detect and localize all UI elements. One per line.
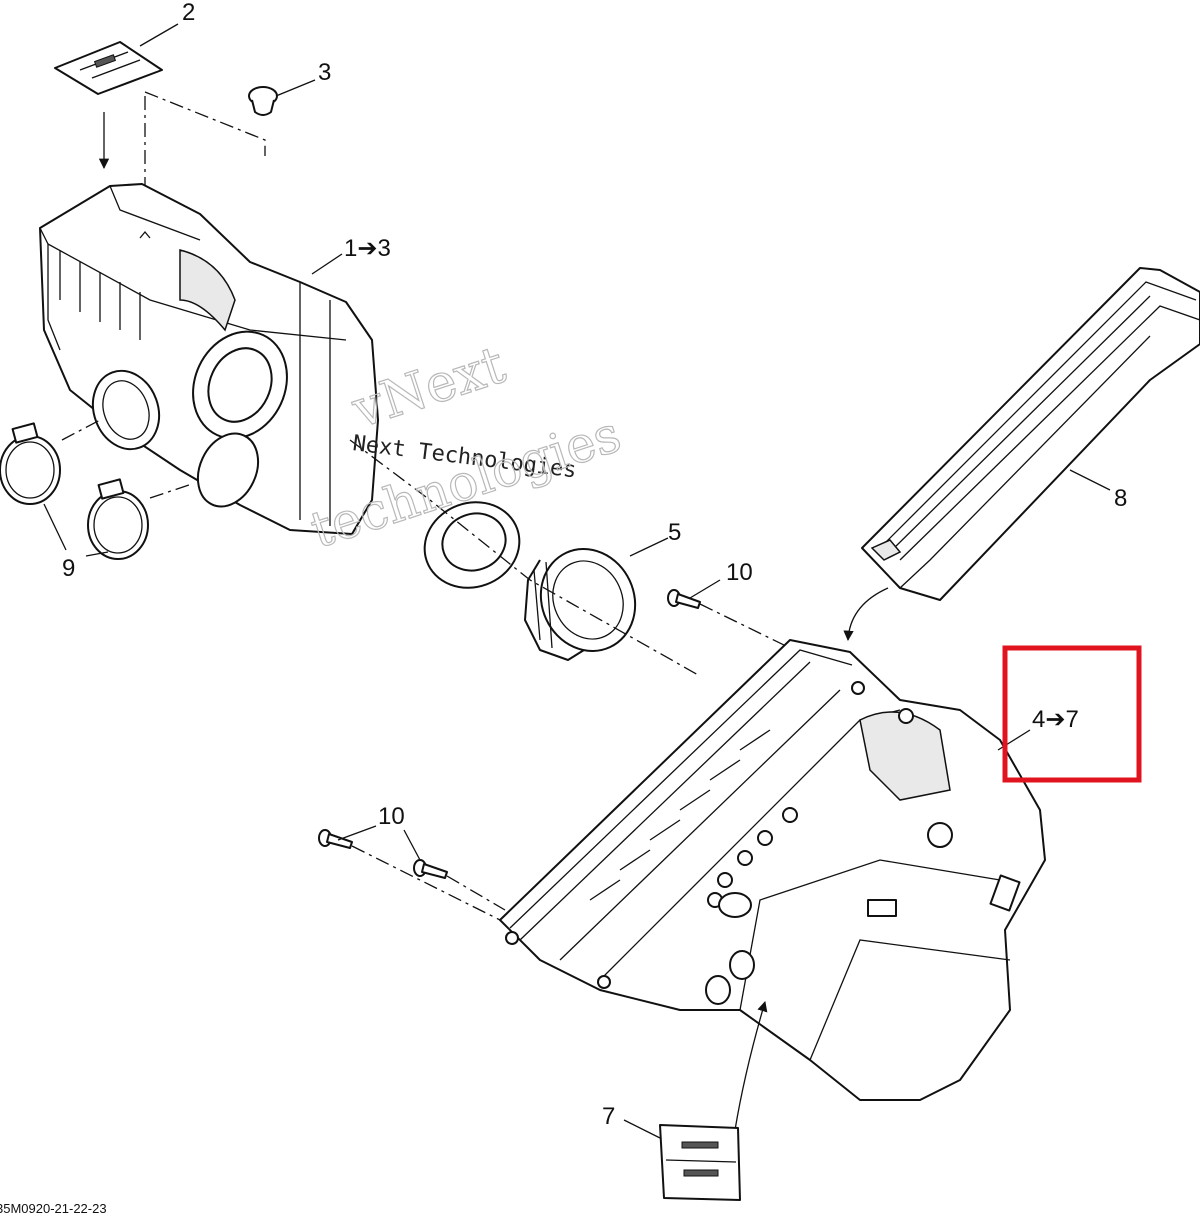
- arrow-7-up: [734, 1001, 768, 1131]
- leader-2: [139, 23, 179, 47]
- assembly-line-10a: [699, 603, 791, 649]
- lower-airbox-part-4: [499, 639, 1046, 1101]
- assembly-line-9b: [149, 483, 193, 499]
- drawing-code: 35M0920-21-22-23: [0, 1201, 107, 1215]
- assembly-line-9a: [61, 419, 101, 441]
- filter-cover-part-8: [861, 267, 1200, 601]
- leader-10c: [403, 829, 421, 861]
- adaptor-part-5: [524, 548, 637, 661]
- decal-part-7: [659, 1124, 741, 1201]
- leader-5: [629, 537, 669, 557]
- highlight-box: [1002, 645, 1142, 783]
- leader-10b: [337, 825, 377, 841]
- grommet-part-3: [248, 86, 278, 116]
- callout-8: 8: [1114, 485, 1127, 512]
- leader-9a: [43, 503, 67, 551]
- upper-airbox-part-1: [39, 183, 379, 535]
- callout-9: 9: [62, 555, 75, 582]
- assembly-line-3: [144, 91, 266, 156]
- callout-10-top: 10: [726, 559, 753, 586]
- leader-1: [311, 253, 343, 275]
- leader-10a: [689, 579, 721, 599]
- callout-5: 5: [668, 519, 681, 546]
- callout-1-3: 1➔3: [344, 235, 391, 262]
- callout-10-bottom: 10: [378, 803, 405, 830]
- assembly-line-10c: [446, 875, 506, 911]
- screw-part-10-b: [318, 829, 353, 849]
- decal-part-2: [54, 41, 163, 95]
- leader-3: [275, 79, 316, 97]
- clamp-part-9-b: [87, 478, 149, 560]
- leader-7: [623, 1119, 661, 1139]
- leader-9b: [85, 551, 109, 557]
- callout-4-7: 4➔7: [1032, 706, 1079, 733]
- leader-8: [1069, 469, 1111, 491]
- arrow-8-down: [843, 587, 889, 642]
- callout-7: 7: [602, 1103, 615, 1130]
- screw-part-10-c: [413, 859, 448, 879]
- callout-2: 2: [182, 0, 195, 26]
- screw-part-10-a: [667, 589, 701, 609]
- seal-ring: [423, 501, 521, 589]
- callout-3: 3: [318, 59, 331, 86]
- clamp-part-9-a: [0, 422, 61, 505]
- assembly-line-10b: [351, 845, 501, 921]
- assembly-axis-center: [349, 439, 701, 677]
